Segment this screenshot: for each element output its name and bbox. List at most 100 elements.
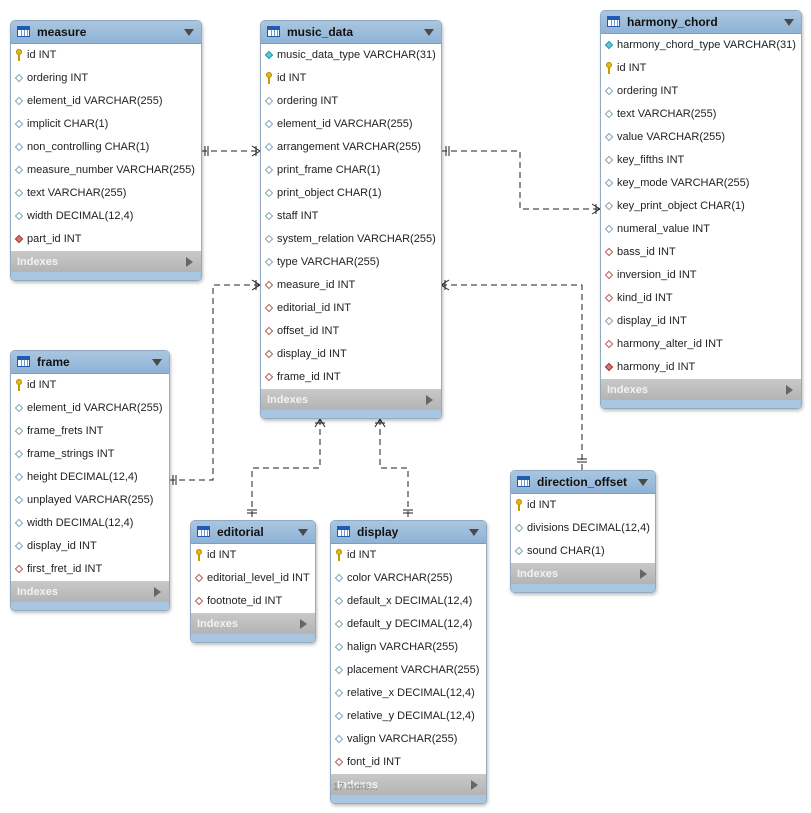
indexes-section[interactable]: Indexes [11,251,201,272]
expand-arrow-icon[interactable] [186,257,193,267]
relationship-line-display[interactable] [379,419,409,520]
table-header[interactable]: music_data [261,21,441,44]
column-row[interactable]: height DECIMAL(12,4) [11,466,169,489]
column-row[interactable]: implicit CHAR(1) [11,113,201,136]
more-columns-link[interactable]: 17 more... [333,782,379,793]
column-row[interactable]: text VARCHAR(255) [601,103,801,126]
column-row[interactable]: frame_id INT [261,366,441,389]
column-row[interactable]: text VARCHAR(255) [11,182,201,205]
column-row[interactable]: display_id INT [261,343,441,366]
expand-arrow-icon[interactable] [786,385,793,395]
column-row[interactable]: harmony_chord_type VARCHAR(31) [601,34,801,57]
table-header[interactable]: direction_offset [511,471,655,494]
column-row[interactable]: system_relation VARCHAR(255) [261,228,441,251]
column-row[interactable]: width DECIMAL(12,4) [11,512,169,535]
column-row[interactable]: harmony_alter_id INT [601,333,801,356]
column-row[interactable]: key_fifths INT [601,149,801,172]
column-row[interactable]: frame_frets INT [11,420,169,443]
column-row[interactable]: footnote_id INT [191,590,315,613]
column-row[interactable]: element_id VARCHAR(255) [261,113,441,136]
column-row[interactable]: id INT [261,67,441,90]
column-row[interactable]: first_fret_id INT [11,558,169,581]
table-header[interactable]: frame [11,351,169,374]
column-row[interactable]: inversion_id INT [601,264,801,287]
column-row[interactable]: key_print_object CHAR(1) [601,195,801,218]
column-row[interactable]: width DECIMAL(12,4) [11,205,201,228]
column-row[interactable]: id INT [511,494,655,517]
column-row[interactable]: id INT [601,57,801,80]
column-row[interactable]: numeral_value INT [601,218,801,241]
column-row[interactable]: placement VARCHAR(255) [331,659,486,682]
collapse-caret-icon[interactable] [638,479,648,486]
table-header[interactable]: display [331,521,486,544]
column-row[interactable]: part_id INT [11,228,201,251]
column-row[interactable]: measure_number VARCHAR(255) [11,159,201,182]
expand-arrow-icon[interactable] [426,395,433,405]
expand-arrow-icon[interactable] [471,780,478,790]
relationship-line-frame[interactable] [168,284,260,481]
column-row[interactable]: element_id VARCHAR(255) [11,90,201,113]
column-row[interactable]: halign VARCHAR(255) [331,636,486,659]
collapse-caret-icon[interactable] [784,19,794,26]
column-row[interactable]: id INT [11,374,169,397]
column-row[interactable]: ordering INT [601,80,801,103]
column-row[interactable]: id INT [331,544,486,567]
column-row[interactable]: type VARCHAR(255) [261,251,441,274]
column-row[interactable]: display_id INT [601,310,801,333]
indexes-section[interactable]: Indexes [261,389,441,410]
table-header[interactable]: editorial [191,521,315,544]
collapse-caret-icon[interactable] [298,529,308,536]
column-row[interactable]: unplayed VARCHAR(255) [11,489,169,512]
relationship-line-direction-offset[interactable] [441,284,583,470]
column-row[interactable]: display_id INT [11,535,169,558]
column-row[interactable]: default_y DECIMAL(12,4) [331,613,486,636]
table-header[interactable]: measure [11,21,201,44]
indexes-section[interactable]: Indexes [191,613,315,634]
expand-arrow-icon[interactable] [640,569,647,579]
column-row[interactable]: offset_id INT [261,320,441,343]
column-row[interactable]: value VARCHAR(255) [601,126,801,149]
column-row[interactable]: music_data_type VARCHAR(31) [261,44,441,67]
column-row[interactable]: font_id INT [331,751,486,774]
collapse-caret-icon[interactable] [184,29,194,36]
collapse-caret-icon[interactable] [424,29,434,36]
column-row[interactable]: non_controlling CHAR(1) [11,136,201,159]
expand-arrow-icon[interactable] [300,619,307,629]
column-row[interactable]: sound CHAR(1) [511,540,655,563]
column-row[interactable]: measure_id INT [261,274,441,297]
column-row[interactable]: key_mode VARCHAR(255) [601,172,801,195]
column-row[interactable]: default_x DECIMAL(12,4) [331,590,486,613]
column-row[interactable]: staff INT [261,205,441,228]
indexes-section[interactable]: Indexes [511,563,655,584]
indexes-section[interactable]: Indexes [11,581,169,602]
collapse-caret-icon[interactable] [152,359,162,366]
indexes-section[interactable]: Indexes [601,379,801,400]
column-row[interactable]: editorial_id INT [261,297,441,320]
collapse-caret-icon[interactable] [469,529,479,536]
expand-arrow-icon[interactable] [154,587,161,597]
column-row[interactable]: print_object CHAR(1) [261,182,441,205]
column-row[interactable]: valign VARCHAR(255) [331,728,486,751]
column-row[interactable]: editorial_level_id INT [191,567,315,590]
column-row[interactable]: relative_x DECIMAL(12,4) [331,682,486,705]
column-row[interactable]: relative_y DECIMAL(12,4) [331,705,486,728]
column-row[interactable]: bass_id INT [601,241,801,264]
column-row[interactable]: color VARCHAR(255) [331,567,486,590]
column-row[interactable]: ordering INT [11,67,201,90]
relationship-line-harmony-chord[interactable] [441,150,600,210]
column-row[interactable]: element_id VARCHAR(255) [11,397,169,420]
column-row[interactable]: ordering INT [261,90,441,113]
column-row[interactable]: id INT [191,544,315,567]
column-row[interactable]: print_frame CHAR(1) [261,159,441,182]
column-row[interactable]: kind_id INT [601,287,801,310]
column-row[interactable]: divisions DECIMAL(12,4) [511,517,655,540]
relationship-line-editorial[interactable] [251,419,321,520]
